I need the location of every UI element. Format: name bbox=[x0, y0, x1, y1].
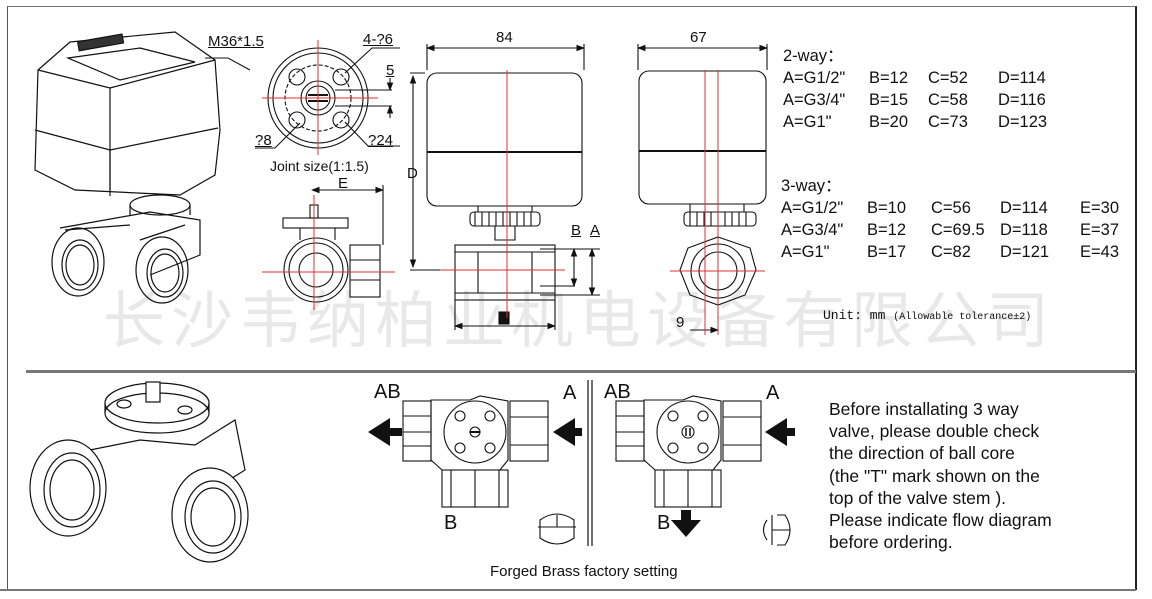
flow-diagram-left bbox=[402, 395, 576, 545]
port-a-left: A bbox=[563, 382, 577, 404]
spec-title: 2-way： bbox=[783, 47, 844, 65]
side-view-3way bbox=[282, 185, 385, 303]
joint-size-caption: Joint size(1:1.5) bbox=[270, 158, 369, 174]
valve-body-isometric-illustration bbox=[29, 381, 249, 563]
d-dimension-label: D bbox=[407, 165, 418, 182]
offset-label: 5 bbox=[386, 62, 395, 79]
b-dimension-label: B bbox=[571, 222, 582, 239]
flow-arrow-left-out bbox=[368, 418, 402, 446]
drawing-frame bbox=[7, 6, 1137, 590]
inner-diameter-label: ?8 bbox=[255, 132, 272, 149]
actuator-isometric-illustration bbox=[34, 31, 221, 304]
unit-note: Unit: mm (Allowable tolerance±2) bbox=[823, 308, 1032, 323]
section-divider bbox=[26, 370, 1136, 373]
port-b-right: B bbox=[657, 512, 671, 534]
width-67-label: 67 bbox=[690, 29, 707, 46]
factory-setting-caption: Forged Brass factory setting bbox=[490, 563, 678, 580]
flow-arrow-right-in bbox=[765, 418, 795, 446]
end-view bbox=[636, 44, 769, 334]
installation-note: Before installating 3 way valve, please … bbox=[829, 399, 1052, 553]
thread-label: M36*1.5 bbox=[208, 33, 264, 50]
port-ab-left: AB bbox=[374, 381, 401, 403]
pcd-label: ?24 bbox=[368, 132, 394, 149]
port-ab-right: AB bbox=[604, 381, 631, 403]
width-84-label: 84 bbox=[496, 29, 513, 46]
spec-title: 3-way： bbox=[781, 177, 842, 195]
watermark: 长沙韦纳柏业机电设备有限公司 bbox=[103, 284, 1056, 357]
offset-9-label: 9 bbox=[676, 314, 685, 331]
port-b-left: B bbox=[444, 512, 458, 534]
joint-centerlines bbox=[262, 40, 378, 155]
port-a-right: A bbox=[766, 382, 780, 404]
bottom-rule bbox=[0, 589, 1136, 591]
front-view bbox=[409, 44, 600, 330]
holes-label: 4-?6 bbox=[363, 31, 394, 48]
flow-arrow-left-in bbox=[553, 418, 582, 446]
e-dimension-label: E bbox=[338, 175, 349, 192]
a-dimension-label: A bbox=[590, 222, 601, 239]
flow-diagram-right bbox=[615, 395, 791, 546]
flow-arrow-down-b bbox=[671, 510, 701, 537]
